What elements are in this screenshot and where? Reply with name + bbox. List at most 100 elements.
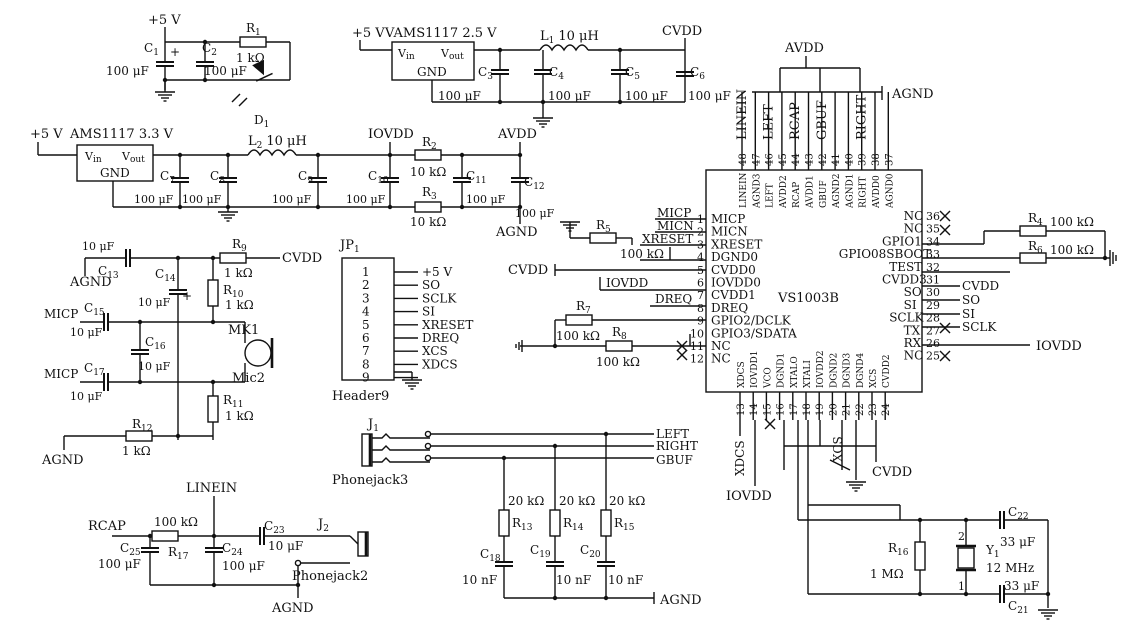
- header-pin-number: 6: [362, 331, 370, 345]
- svg-text:10 μF: 10 μF: [138, 296, 171, 309]
- chip-top-pin-name: AVDD0: [872, 175, 882, 209]
- cvdd-left: CVDD: [508, 263, 548, 278]
- svg-text:C7: C7: [160, 169, 175, 186]
- svg-text:100 kΩ: 100 kΩ: [620, 247, 664, 261]
- chip-bottom-pin-name: VCO: [763, 367, 773, 389]
- label-5v-top: +5 V: [148, 13, 181, 28]
- rcap-label: RCAP: [88, 519, 126, 534]
- header-pin-signal: DREQ: [422, 331, 459, 345]
- ams-label: AMS1117 3.3 V: [69, 127, 174, 142]
- svg-text:R3: R3: [422, 185, 437, 202]
- svg-text:C15: C15: [84, 301, 105, 318]
- chip-name: VS1003B: [777, 291, 839, 306]
- chip-left-pin-name: MICP: [711, 212, 745, 226]
- svg-text:100 μF: 100 μF: [466, 193, 506, 206]
- header-pin-number: 1: [362, 265, 370, 279]
- chip-right-pin-name: SO: [904, 285, 922, 299]
- r1-value: 1 kΩ: [236, 51, 265, 65]
- cvdd-bottom: CVDD: [872, 465, 912, 480]
- iovdd-label: IOVDD: [368, 127, 414, 142]
- svg-text:C21: C21: [1008, 599, 1029, 616]
- chip-bottom-pin-num: 14: [749, 403, 760, 416]
- svg-text:MICP: MICP: [657, 206, 691, 220]
- chip-top-pin-name: LEFT: [766, 183, 776, 208]
- svg-text:100 kΩ: 100 kΩ: [596, 355, 640, 369]
- chip-left-pin-num: 12: [690, 353, 704, 366]
- chip-top-pin-num: 44: [791, 153, 802, 166]
- chip-right-pin-num: 33: [926, 248, 940, 261]
- chip-bottom-pin-num: 15: [762, 403, 773, 416]
- chip-right-pin-name: NC: [904, 209, 924, 223]
- chip-left-pin-name: MICN: [711, 225, 748, 239]
- chip-right-pin-name: NC: [904, 222, 924, 236]
- chip-bottom-pin-name: CVDD2: [882, 354, 892, 388]
- svg-text:20 kΩ: 20 kΩ: [609, 494, 645, 508]
- micp-label-2: MICP: [44, 367, 78, 381]
- vs1003b-box: [705, 169, 923, 393]
- chip-bottom-pin-name: XTALI: [803, 360, 813, 388]
- microphone-icon: [244, 339, 272, 367]
- avdd-bus: AVDD AGND: [752, 41, 934, 102]
- svg-text:C22: C22: [1008, 505, 1029, 522]
- header-pin-signal: XRESET: [422, 318, 473, 332]
- header-pin-signal: +5 V: [422, 265, 453, 279]
- svg-text:DREQ: DREQ: [655, 292, 692, 306]
- svg-text:MICN: MICN: [657, 219, 694, 233]
- svg-text:IOVDD: IOVDD: [606, 276, 648, 290]
- svg-text:10 nF: 10 nF: [608, 573, 643, 587]
- svg-text:100 μF: 100 μF: [438, 89, 481, 103]
- chip-bottom-pin-num: 24: [881, 403, 892, 416]
- chip-bottom-pin-name: DGND1: [777, 353, 787, 388]
- svg-text:Y1: Y1: [985, 543, 1000, 560]
- svg-text:10 kΩ: 10 kΩ: [410, 165, 446, 179]
- agnd-mic: AGND: [69, 275, 112, 290]
- svg-text:C13: C13: [98, 264, 119, 281]
- svg-text:R4: R4: [1028, 211, 1043, 228]
- header9-box: [341, 257, 395, 381]
- chip-right-pin-num: 35: [926, 223, 940, 236]
- svg-text:LEFT: LEFT: [656, 427, 689, 441]
- linein-label: LINEIN: [186, 481, 237, 496]
- chip-bottom-pin-num: 19: [815, 403, 826, 416]
- svg-text:Vout: Vout: [440, 47, 464, 62]
- chip-top-net: GBUF: [815, 100, 830, 140]
- cvdd-mic: CVDD: [282, 251, 322, 266]
- label-5v-mid: +5 V: [352, 26, 385, 41]
- vams1117-box: [391, 41, 475, 81]
- svg-text:C24: C24: [222, 541, 243, 558]
- chip-right-pin-name: RX: [904, 336, 922, 350]
- chip-left-pin-num: 7: [697, 289, 704, 302]
- svg-text:100 kΩ: 100 kΩ: [154, 515, 198, 529]
- svg-text:C25: C25: [120, 541, 141, 558]
- svg-text:33 μF: 33 μF: [1000, 535, 1035, 549]
- svg-text:100 μF: 100 μF: [98, 557, 141, 571]
- chip-bottom-pin-num: 20: [828, 403, 839, 416]
- chip-left-pin-name: CVDD0: [711, 263, 756, 277]
- agnd-r12: AGND: [41, 453, 84, 468]
- header-pin-signal: SO: [422, 278, 440, 292]
- svg-text:C8: C8: [210, 169, 225, 186]
- chip-top-pin-name: RCAP: [792, 182, 802, 208]
- svg-text:10 μF: 10 μF: [70, 390, 103, 403]
- svg-text:C5: C5: [625, 65, 640, 82]
- linein-circuit: LINEIN RCAP J2 Phonejack2 AGND 100 kΩ R1…: [88, 481, 369, 616]
- svg-text:1 kΩ: 1 kΩ: [224, 266, 253, 280]
- svg-text:100 μF: 100 μF: [625, 89, 668, 103]
- svg-text:RIGHT: RIGHT: [656, 439, 698, 453]
- mk1-label: MK1: [228, 323, 259, 338]
- svg-text:C18: C18: [480, 547, 501, 564]
- header9-title: Header9: [332, 389, 389, 404]
- chip-top-pin-name: GBUF: [819, 180, 829, 208]
- chip-left-pin-name: XRESET: [711, 237, 762, 251]
- chip-right-pin-name: TX: [904, 323, 921, 337]
- chip-bottom-pin-num: 13: [736, 403, 747, 416]
- chip-top-pin-name: AGND3: [752, 173, 762, 209]
- chip-right-pin-name: TEST: [889, 260, 922, 274]
- svg-text:Vin: Vin: [84, 150, 102, 165]
- chip-top-pin-name: AGND0: [885, 173, 895, 209]
- svg-text:10 μF: 10 μF: [82, 240, 115, 253]
- svg-text:100 μF: 100 μF: [515, 207, 555, 220]
- chip-top-pin-num: 40: [844, 153, 855, 166]
- chip-left-pin-num: 10: [690, 327, 704, 340]
